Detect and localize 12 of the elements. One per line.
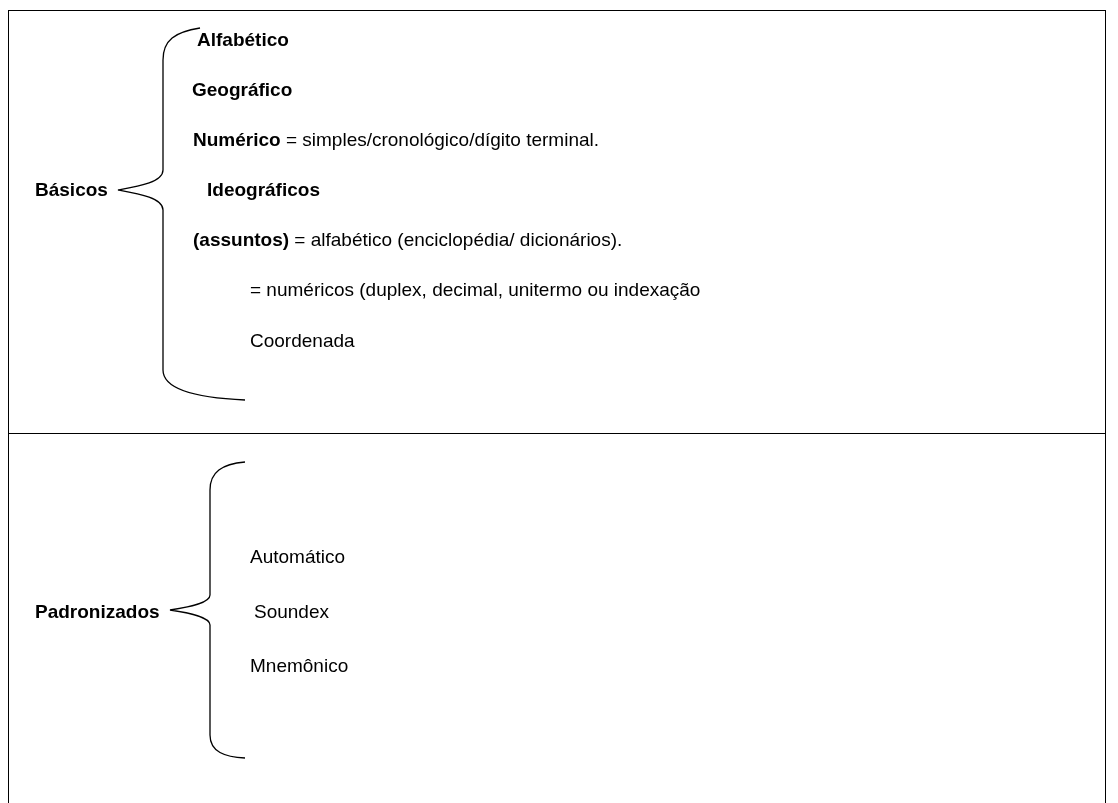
list-item: Alfabético: [197, 28, 289, 52]
list-item: Ideográficos: [207, 178, 320, 202]
list-item: Geográfico: [192, 78, 293, 102]
category-label: Padronizados: [35, 600, 160, 624]
list-item: Coordenada: [250, 329, 355, 353]
list-item: Automático: [250, 545, 346, 569]
list-item: Soundex: [254, 600, 329, 624]
category-label: Básicos: [35, 178, 108, 202]
list-item: Mnemônico: [250, 654, 349, 678]
list-item: (assuntos) = alfabético (enciclopédia/ dicionários).: [193, 228, 623, 252]
list-item: = numéricos (duplex, decimal, unitermo ou indexação: [250, 278, 701, 302]
list-item: Numérico = simples/cronológico/dígito terminal.: [193, 128, 600, 152]
